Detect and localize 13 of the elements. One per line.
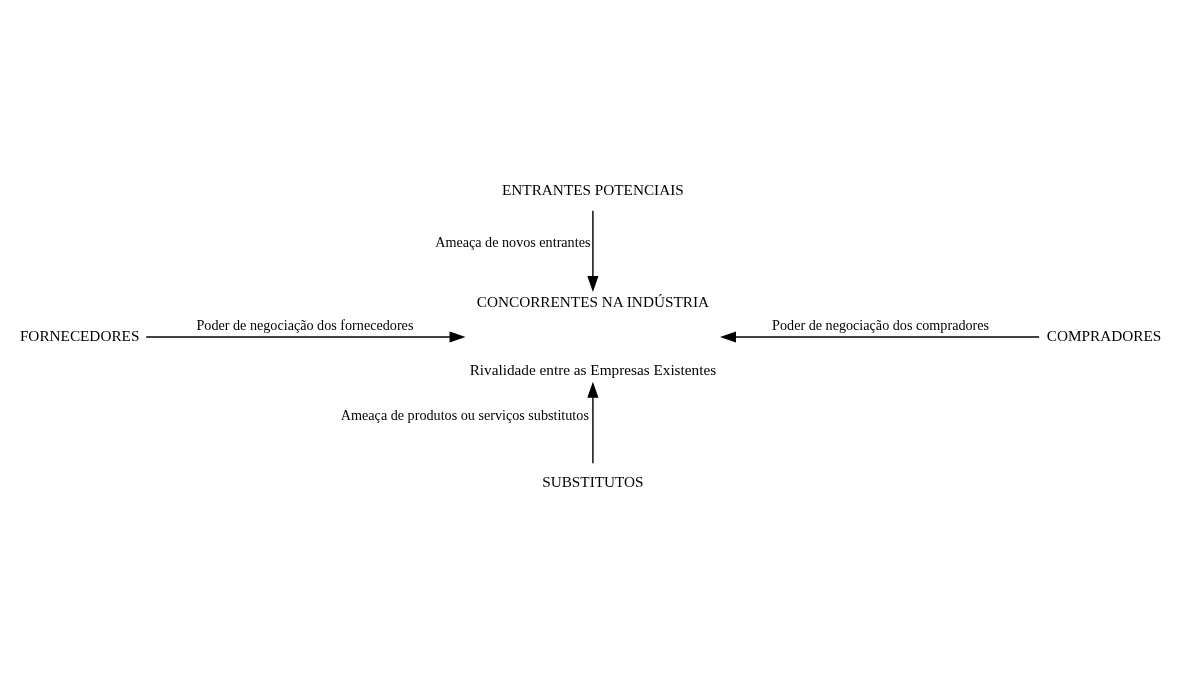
node-text: COMPRADORES [1046, 326, 1162, 344]
node-text: ENTRANTES POTENCIAIS [502, 180, 684, 198]
arrow [587, 209, 599, 292]
edge-label: Ameaça de produtos ou serviços substitutos [340, 406, 589, 423]
node-text: FORNECEDORES [19, 326, 140, 344]
arrow [145, 330, 466, 343]
arrow [720, 330, 1040, 343]
edge-label: Poder de negociação dos fornecedores [196, 316, 414, 333]
node-text: CONCORRENTES NA INDÚSTRIA Rivalidade entre as Empresas Existentes [469, 292, 717, 378]
arrow [587, 381, 599, 464]
edge-label: Ameaça de novos entrantes [435, 233, 591, 250]
edge-label: Poder de negociação dos compradores [772, 316, 990, 333]
node-text: SUBSTITUTOS [542, 472, 644, 490]
